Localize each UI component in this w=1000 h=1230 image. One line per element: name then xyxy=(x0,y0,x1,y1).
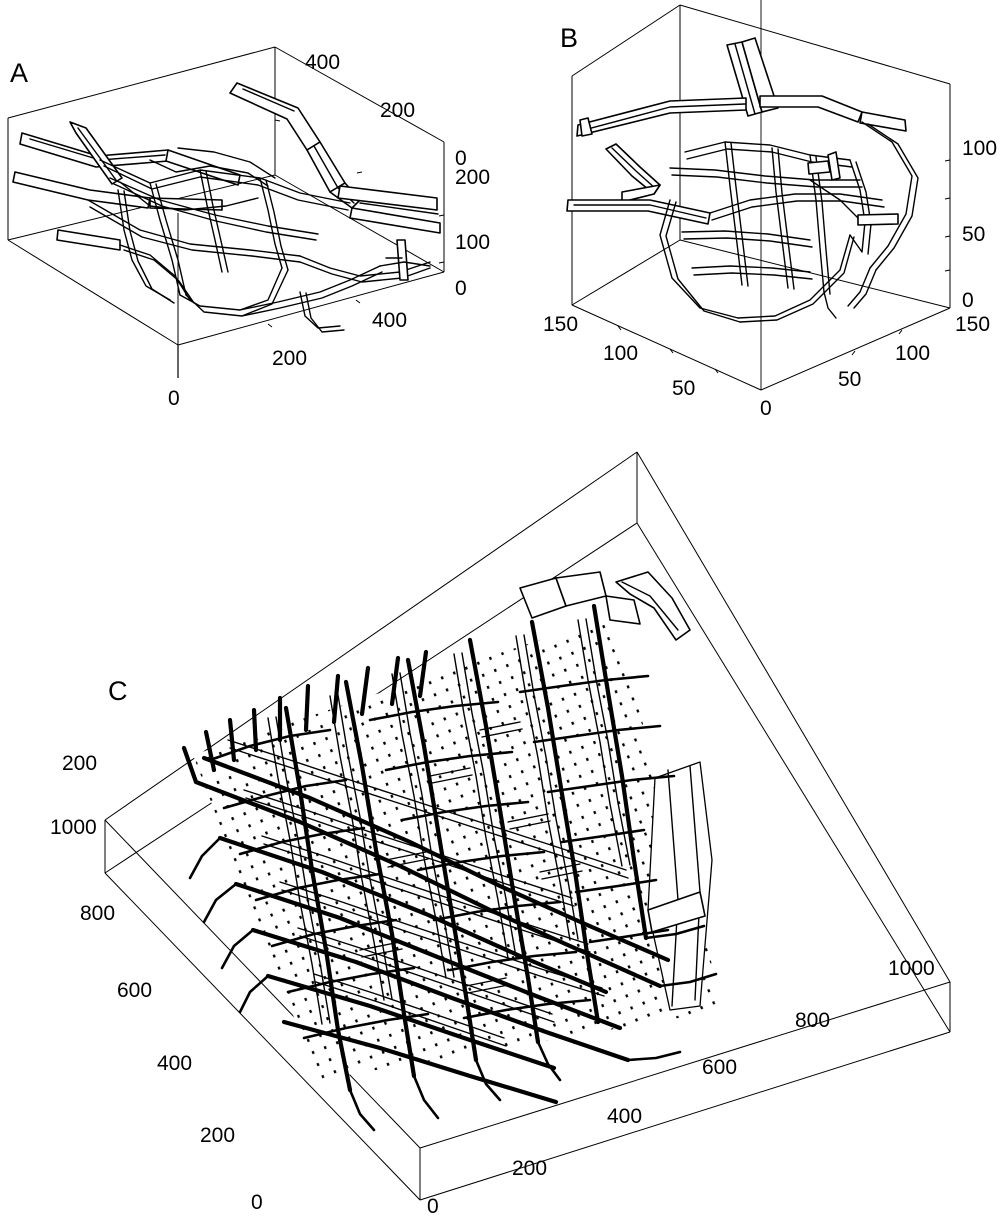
panel-a-tick-y-200: 200 xyxy=(272,347,308,370)
panel-c-tube-network xyxy=(181,571,718,1132)
panel-c-tick-x-200: 200 xyxy=(512,1157,548,1180)
panel-a-tick-x-400: 400 xyxy=(305,51,341,74)
panel-a-tick-y-0: 0 xyxy=(168,387,180,410)
panel-b-tick-x-50: 50 xyxy=(838,368,862,391)
panel-b-axis-box xyxy=(571,0,951,391)
panel-a-tube-network xyxy=(12,82,441,333)
panel-b-tick-y-0: 0 xyxy=(760,397,772,420)
panel-b-tick-y-50: 50 xyxy=(672,377,696,400)
panel-b-tick-y-150: 150 xyxy=(543,313,579,336)
panel-c-plot xyxy=(104,451,951,1201)
panel-a-tick-x-200: 200 xyxy=(380,99,416,122)
panel-a-ticks xyxy=(267,119,445,328)
panel-b-tick-z-100: 100 xyxy=(962,137,998,160)
panel-b-letter: B xyxy=(560,23,579,53)
panel-c-tick-y-400: 400 xyxy=(157,1052,193,1075)
panel-b-tick-x-100: 100 xyxy=(895,342,931,365)
panel-c-tick-y-1000: 1000 xyxy=(50,816,97,839)
panel-c: C xyxy=(0,430,1000,1230)
panel-c-tick-y-600: 600 xyxy=(117,979,153,1002)
panel-c-letter: C xyxy=(108,676,128,706)
panel-c-tick-x-0: 0 xyxy=(427,1195,439,1218)
panel-a-tick-y-400: 400 xyxy=(372,309,408,332)
panel-b-plot xyxy=(566,0,951,391)
panel-c-tick-z-200: 200 xyxy=(62,752,98,775)
panel-b-tick-y-100: 100 xyxy=(603,342,639,365)
panel-c-tick-x-600: 600 xyxy=(702,1056,738,1079)
panel-b-tick-x-150: 150 xyxy=(955,313,991,336)
panel-a-tick-z-100: 100 xyxy=(455,231,491,254)
panel-b-tube-network xyxy=(566,37,919,323)
panel-c-tick-y-0: 0 xyxy=(251,1191,263,1214)
panel-a: A xyxy=(0,0,510,430)
panel-a-tick-depth-0: 0 xyxy=(455,147,467,170)
panel-c-tick-y-800: 800 xyxy=(80,902,116,925)
panel-a-tick-z-200: 200 xyxy=(455,166,491,189)
panel-c-axis-box xyxy=(104,451,951,1201)
panel-c-tick-x-800: 800 xyxy=(795,1009,831,1032)
panel-c-tick-x-400: 400 xyxy=(607,1105,643,1128)
panel-b: B xyxy=(510,0,1000,430)
panel-b-tick-z-0: 0 xyxy=(962,289,974,312)
panel-a-tick-z-0: 0 xyxy=(455,277,467,300)
panel-a-letter: A xyxy=(10,58,29,88)
panel-b-tick-z-50: 50 xyxy=(962,223,986,246)
panel-c-tick-x-1000: 1000 xyxy=(888,957,935,980)
panel-b-ticks xyxy=(617,159,951,374)
panel-c-tick-y-200: 200 xyxy=(200,1124,236,1147)
panel-a-plot xyxy=(7,46,445,378)
